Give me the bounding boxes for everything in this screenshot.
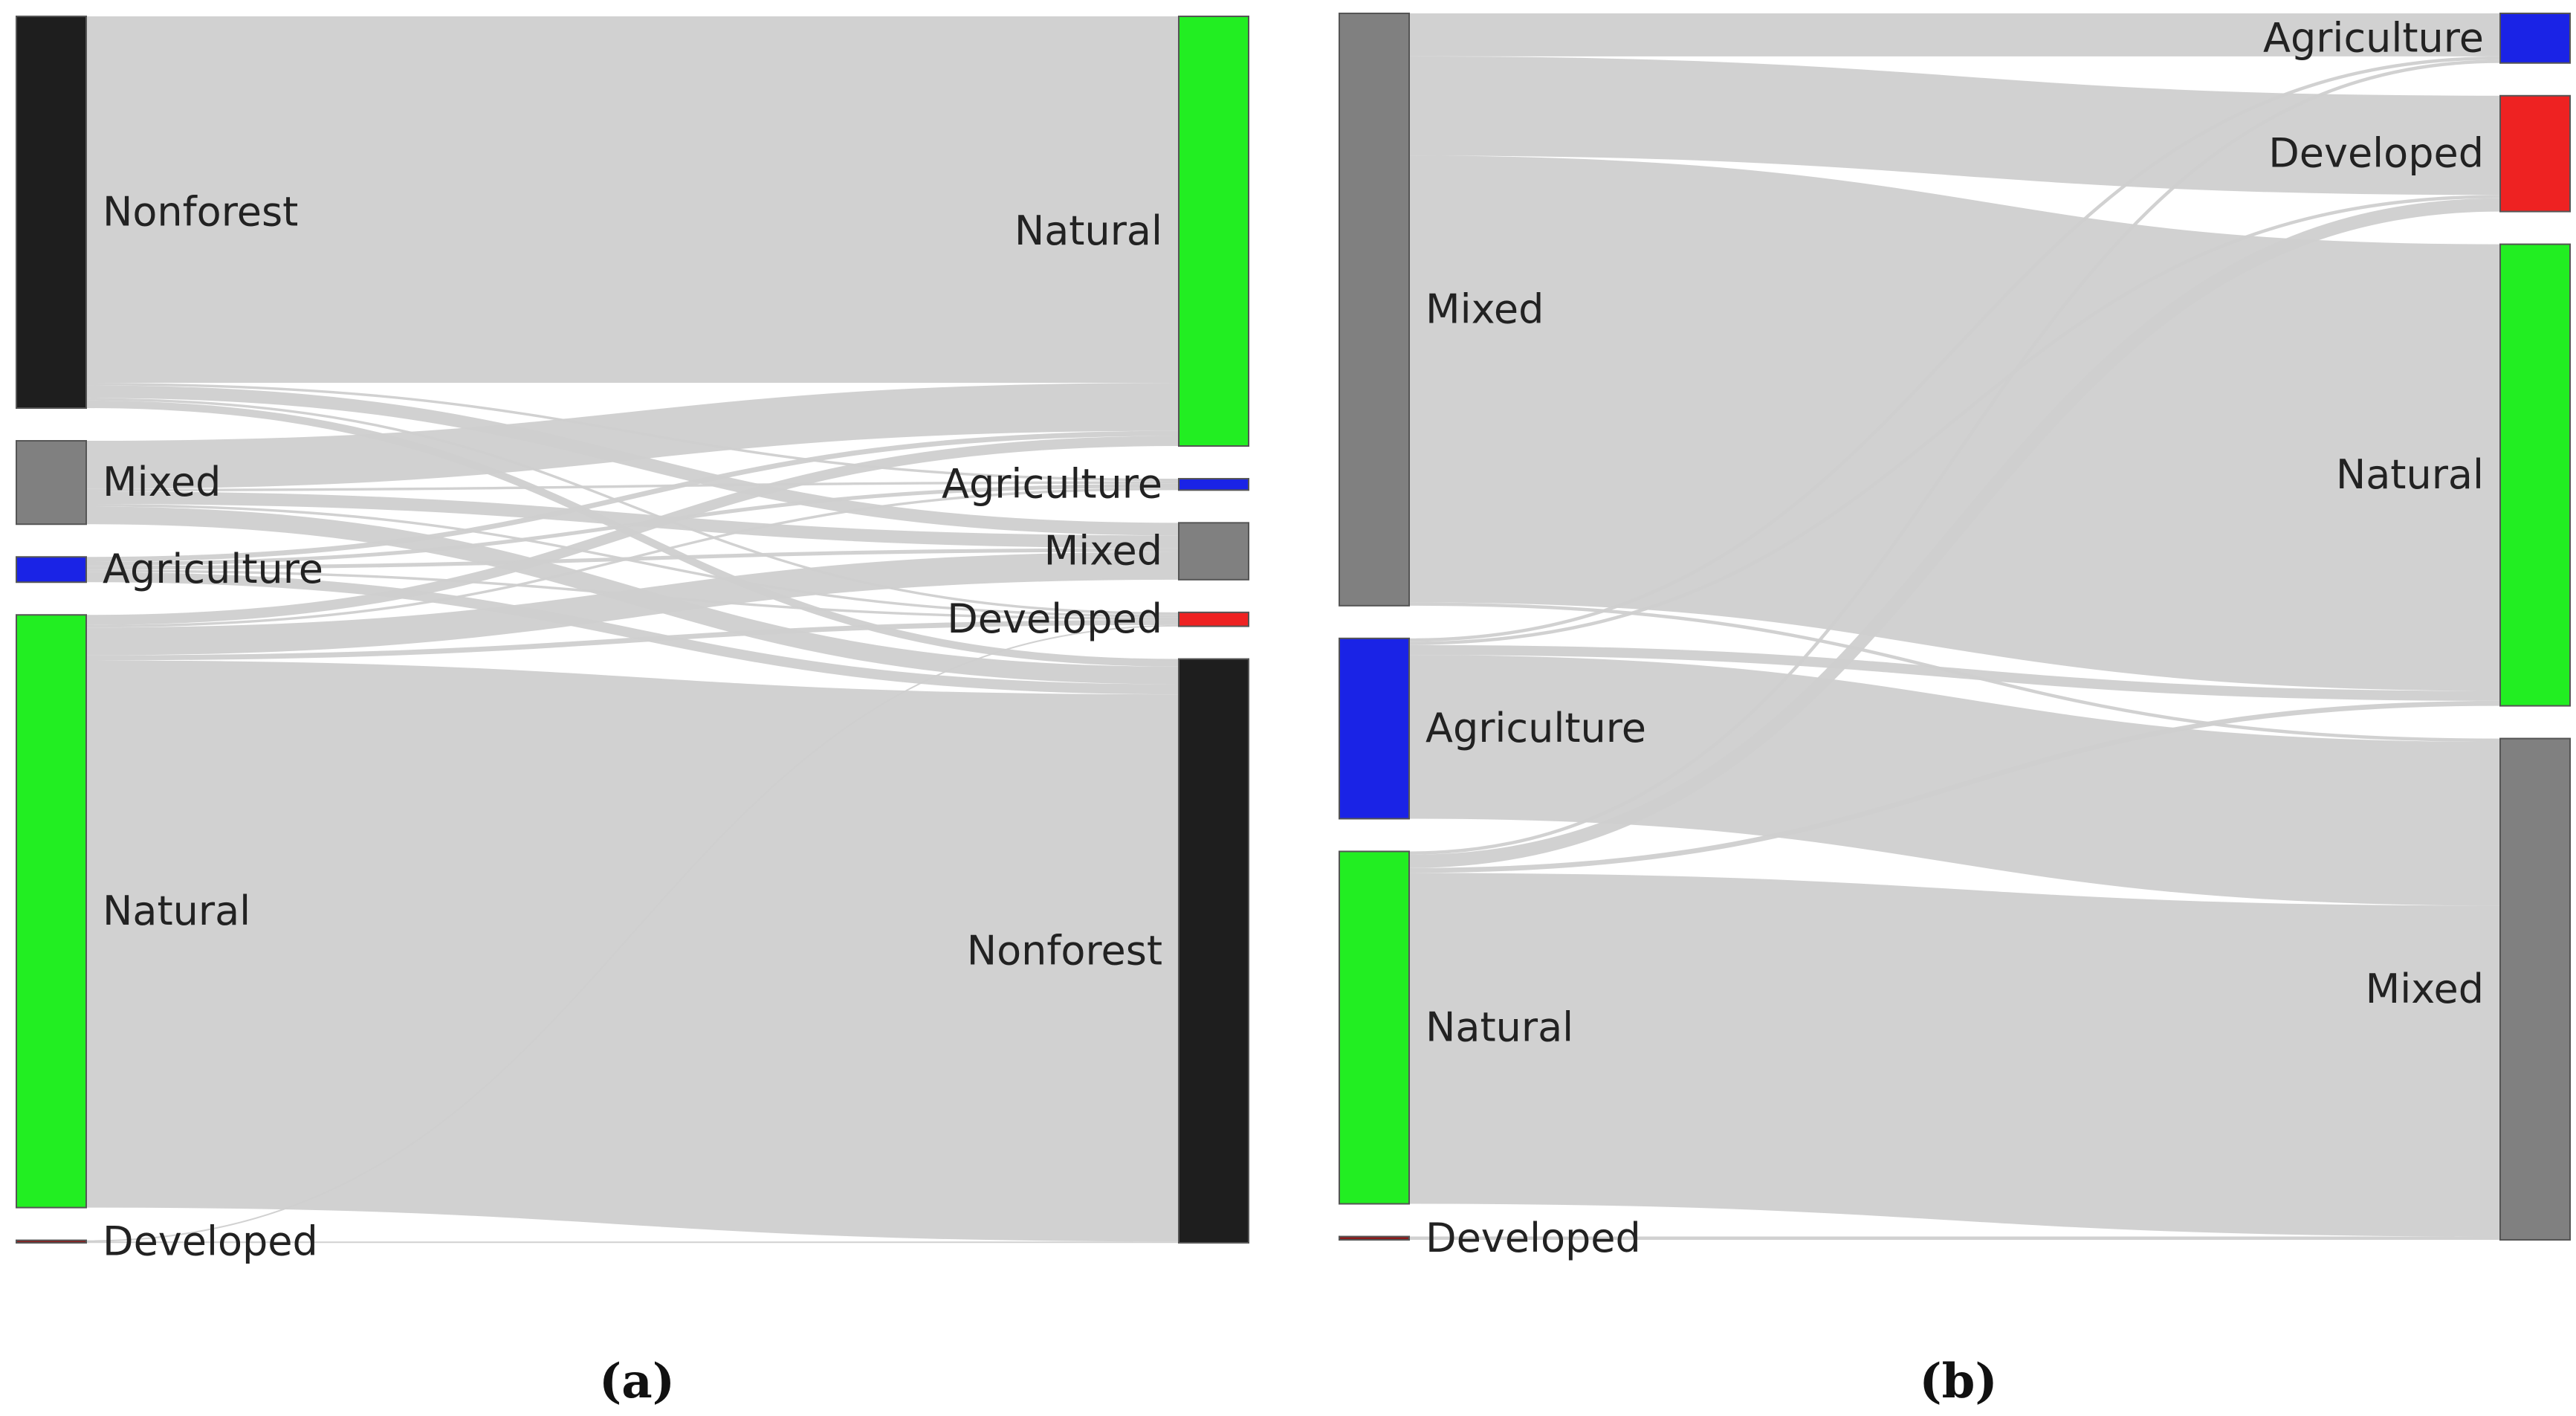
source-node-agriculture[interactable] — [16, 556, 87, 583]
source-node-agriculture[interactable] — [1339, 637, 1410, 820]
source-node-natural[interactable] — [1339, 850, 1410, 1205]
source-node-label: Natural — [1425, 1004, 1573, 1051]
target-node-developed[interactable] — [1178, 611, 1249, 627]
target-node-label: Natural — [1014, 207, 1162, 254]
flow-link[interactable] — [85, 398, 1179, 615]
flow-link[interactable] — [85, 572, 1179, 695]
source-node-label: Agriculture — [1425, 705, 1646, 751]
flow-link[interactable] — [85, 383, 1179, 489]
source-node-label: Developed — [1425, 1215, 1641, 1261]
flow-link[interactable] — [1408, 198, 2501, 868]
source-node-label: Natural — [103, 888, 250, 934]
source-node-label: Nonforest — [103, 189, 298, 236]
target-node-mixed[interactable] — [2499, 737, 2571, 1241]
links-group — [1408, 13, 2501, 1240]
target-node-label: Agriculture — [942, 461, 1162, 508]
target-node-mixed[interactable] — [1178, 522, 1249, 581]
flow-link[interactable] — [1408, 655, 2501, 906]
source-node-natural[interactable] — [16, 614, 87, 1209]
flow-link[interactable] — [1408, 155, 2501, 691]
flow-link[interactable] — [85, 552, 1179, 656]
flow-link[interactable] — [1408, 59, 2501, 855]
flow-link[interactable] — [85, 481, 1179, 492]
flow-link[interactable] — [1408, 195, 2501, 645]
source-node-mixed[interactable] — [1339, 13, 1410, 607]
flow-link[interactable] — [1408, 873, 2501, 1237]
target-node-agriculture[interactable] — [2499, 13, 2571, 64]
source-node-developed[interactable] — [1339, 1235, 1410, 1241]
flow-link[interactable] — [1408, 56, 2501, 642]
target-node-agriculture[interactable] — [1178, 478, 1249, 491]
flow-link[interactable] — [85, 660, 1179, 1242]
source-node-label: Mixed — [103, 459, 221, 505]
target-node-label: Developed — [947, 595, 1162, 642]
links-group — [85, 16, 1179, 1244]
flow-link[interactable] — [1408, 700, 2501, 873]
source-node-developed[interactable] — [16, 1239, 87, 1244]
panel-b-sankey: MixedAgricultureNaturalDevelopedAgricult… — [1339, 13, 2571, 1261]
panel-a-caption: (a) — [599, 1354, 675, 1409]
target-node-label: Agriculture — [2263, 14, 2484, 61]
source-node-label: Agriculture — [103, 546, 323, 592]
panel-b-caption: (b) — [1919, 1354, 1997, 1409]
target-node-nonforest[interactable] — [1178, 658, 1249, 1244]
flow-link[interactable] — [1408, 56, 2501, 195]
source-node-label: Developed — [103, 1218, 318, 1264]
target-node-natural[interactable] — [1178, 16, 1249, 447]
flow-link[interactable] — [85, 483, 1179, 566]
target-node-developed[interactable] — [2499, 94, 2571, 213]
target-node-label: Natural — [2336, 451, 2484, 498]
target-node-label: Developed — [2268, 130, 2484, 177]
flow-link[interactable] — [85, 624, 1179, 1242]
flow-link[interactable] — [85, 491, 1179, 549]
flow-link[interactable] — [85, 620, 1179, 661]
flow-link[interactable] — [85, 436, 1179, 625]
source-node-label: Mixed — [1425, 285, 1544, 332]
target-node-label: Nonforest — [967, 927, 1162, 974]
target-node-label: Mixed — [2366, 966, 2484, 1012]
source-node-nonforest[interactable] — [16, 16, 87, 410]
flow-link[interactable] — [85, 430, 1179, 563]
flow-link[interactable] — [85, 385, 1179, 536]
target-node-label: Mixed — [1044, 528, 1162, 575]
target-node-natural[interactable] — [2499, 243, 2571, 707]
flow-link[interactable] — [85, 487, 1179, 628]
flow-link[interactable] — [1408, 644, 2501, 701]
source-node-mixed[interactable] — [16, 440, 87, 526]
panel-a-sankey: NonforestMixedAgricultureNaturalDevelope… — [16, 16, 1249, 1264]
